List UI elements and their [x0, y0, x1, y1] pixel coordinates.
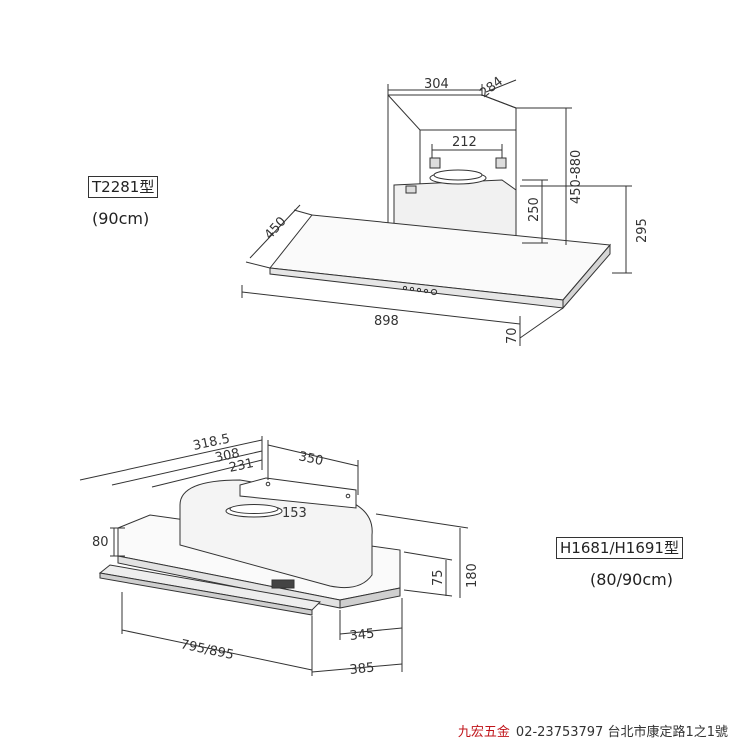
dim-70: 70	[505, 327, 520, 344]
dim-308: 308	[214, 446, 241, 466]
dim-345: 345	[349, 626, 375, 644]
bottom-model-size: (80/90cm)	[590, 570, 673, 589]
bottom-hood-drawing	[79, 436, 469, 676]
dim-80: 80	[92, 535, 109, 550]
dim-75: 75	[431, 569, 446, 586]
dim-212: 212	[452, 135, 477, 150]
dim-450-880: 450-880	[569, 150, 584, 204]
bottom-model-name: H1681/H1691型	[556, 537, 683, 559]
dim-295: 295	[635, 218, 650, 243]
footer-contact: 九宏五金 02-23753797 台北市康定路1之1號	[458, 721, 728, 740]
dim-250: 250	[527, 197, 542, 222]
dim-304: 304	[424, 77, 449, 92]
dim-795-895: 795/895	[179, 637, 235, 663]
top-model-name: T2281型	[88, 176, 159, 198]
dim-350: 350	[297, 449, 324, 469]
dim-385: 385	[349, 660, 375, 678]
footer-brand: 九宏五金	[457, 725, 510, 740]
dim-450: 450	[262, 214, 290, 242]
dim-898: 898	[374, 314, 399, 329]
footer-contact-text: 02-23753797 台北市康定路1之1號	[515, 725, 728, 740]
dim-231: 231	[228, 456, 255, 476]
top-model-size: (90cm)	[92, 209, 150, 228]
dim-153: 153	[282, 506, 307, 521]
dim-180: 180	[465, 563, 480, 588]
top-hood-drawing	[241, 79, 632, 346]
